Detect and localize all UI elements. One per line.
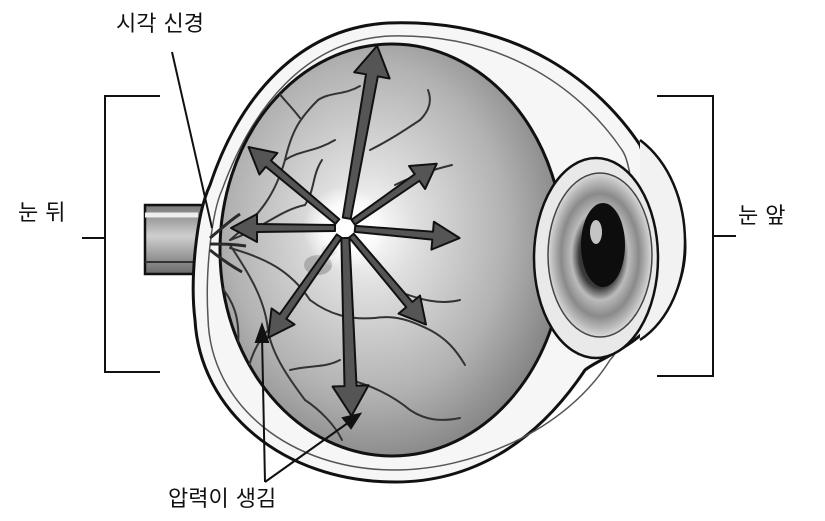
pressure-builds-label: 압력이 생김	[168, 489, 276, 511]
optic-nerve-label: 시각 신경	[116, 14, 204, 36]
eyeball-interior	[215, 44, 564, 456]
front-of-eye-label: 눈 앞	[738, 206, 785, 228]
back-of-eye-label: 눈 뒤	[18, 203, 65, 225]
optic-nerve-pointer	[172, 52, 212, 228]
